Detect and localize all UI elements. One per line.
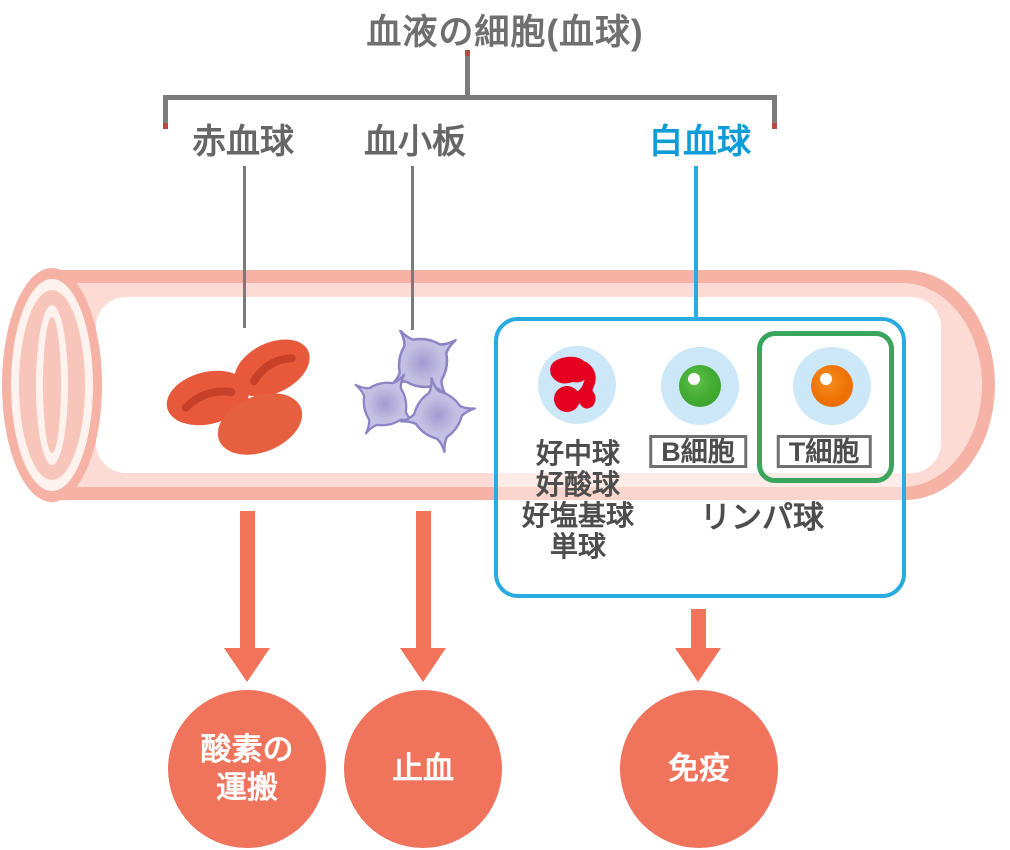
arrow-oxygen-icon [240, 511, 255, 648]
bracket-right-tip [772, 123, 777, 129]
label-eosinophil: 好酸球 [535, 469, 620, 500]
bracket-stem-tip [465, 50, 470, 56]
granulocyte-labels: 好中球 好酸球 好塩基球 単球 [500, 438, 656, 562]
label-basophil: 好塩基球 [521, 500, 634, 531]
t-cell-enclosure [757, 331, 894, 483]
bracket-drop-left [163, 95, 168, 128]
label-neutrophil: 好中球 [535, 438, 620, 469]
platelets-icon [354, 330, 476, 453]
b-cell-tag: B細胞 [649, 435, 747, 468]
arrow-immunity-head-icon [675, 648, 721, 682]
connector-erythrocyte [243, 166, 246, 328]
function-circle-hemostasis: 止血 [344, 690, 502, 848]
vessel-cap-center [43, 317, 61, 453]
b-cell-highlight [688, 373, 700, 385]
b-cell-nucleus-icon [679, 365, 721, 407]
t-cell-tag: T細胞 [776, 435, 872, 468]
label-erythrocyte: 赤血球 [192, 123, 294, 161]
label-monocyte: 単球 [549, 531, 606, 562]
connector-leukocyte [694, 166, 698, 317]
neutrophil-nucleus-icon [550, 356, 596, 412]
bracket-left-tip [163, 123, 168, 129]
arrow-hemostasis-icon [416, 511, 431, 648]
arrow-hemostasis-head-icon [400, 648, 446, 682]
red-blood-cells-icon [166, 339, 310, 455]
arrow-immunity-icon [691, 609, 706, 648]
connector-platelet [411, 166, 414, 330]
t-cell-nucleus-icon [811, 365, 853, 407]
bracket-drop-right [772, 95, 777, 128]
bracket-horizontal [163, 95, 777, 100]
t-cell-icon [793, 347, 871, 425]
arrow-oxygen-head-icon [224, 648, 270, 682]
t-cell-highlight [820, 373, 832, 385]
b-cell-icon [661, 347, 739, 425]
label-platelet: 血小板 [364, 123, 466, 161]
label-leukocyte: 白血球 [649, 123, 751, 161]
bracket-stem [465, 50, 470, 96]
function-circle-oxygen-transport: 酸素の 運搬 [168, 690, 326, 848]
label-lymphocyte: リンパ球 [700, 500, 824, 535]
function-circle-immunity: 免疫 [620, 690, 778, 848]
neutrophil-cell-icon [538, 346, 616, 424]
page-title: 血液の細胞(血球) [366, 13, 644, 52]
